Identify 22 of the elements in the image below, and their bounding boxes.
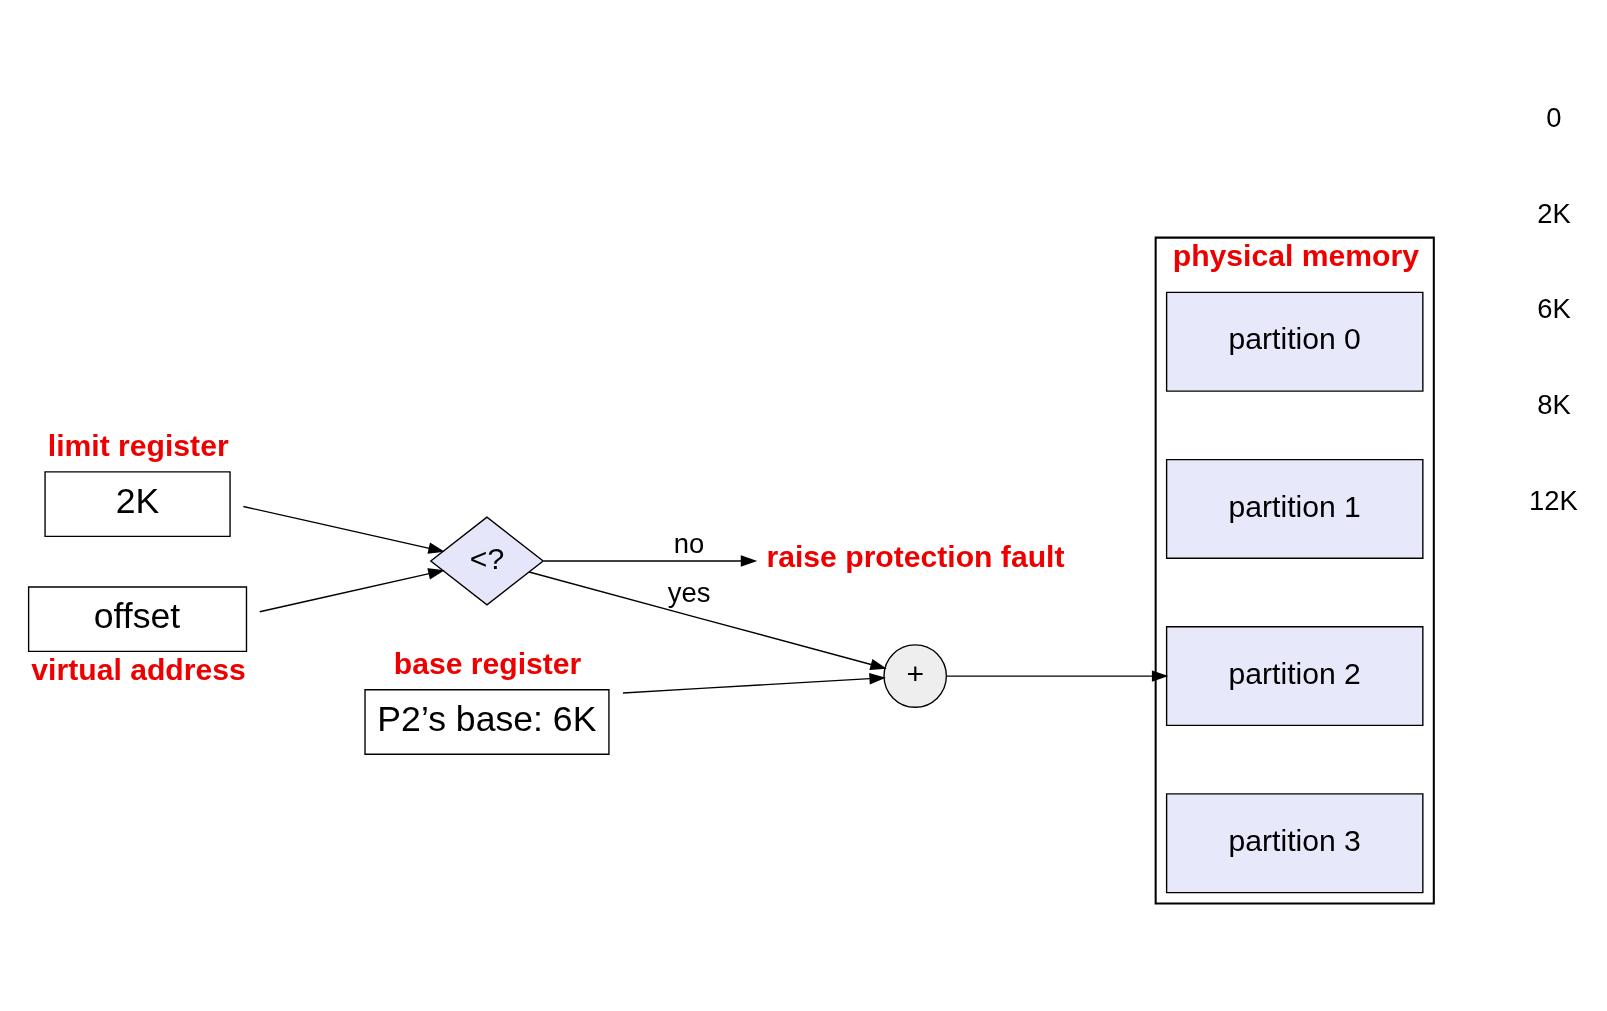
arrow: [946, 670, 1169, 682]
arrow: [259, 568, 445, 613]
edge-label: yes: [667, 577, 711, 609]
label: 2K: [1537, 197, 1571, 229]
label: 6K: [1537, 293, 1571, 325]
arrow: [622, 672, 886, 694]
label: 12K: [1529, 485, 1578, 517]
arrow: [242, 505, 445, 554]
node-box: partition 2: [1165, 626, 1424, 727]
arrow: [542, 555, 758, 567]
node-box: partition 1: [1165, 458, 1424, 559]
node-label: base register: [393, 647, 582, 681]
arrow: [528, 571, 887, 671]
node-box: partition 0: [1165, 291, 1424, 392]
node-label: virtual address: [31, 652, 246, 686]
edge-label: no: [673, 527, 705, 559]
label: 0: [1546, 101, 1562, 133]
label: 8K: [1537, 389, 1571, 421]
node-text: raise protection fault: [766, 540, 1065, 574]
node-box: partition 3: [1165, 793, 1424, 894]
node-circle: +: [883, 644, 948, 708]
node-label: limit register: [47, 429, 229, 463]
